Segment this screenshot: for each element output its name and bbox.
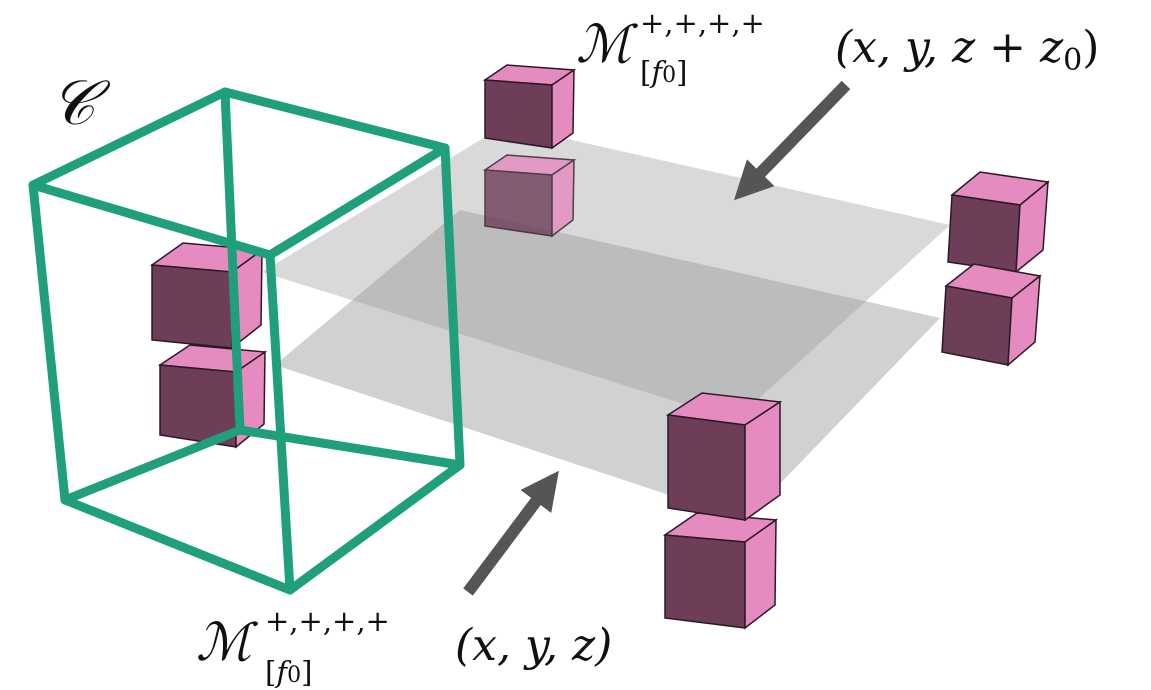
cube-top-center-upper [482, 64, 577, 150]
upper-plane [262, 125, 950, 420]
cube-right-upper [947, 171, 1050, 274]
arrow-upper [733, 80, 851, 201]
cube-top-center-lower [482, 154, 577, 238]
svg-text:[f0]: [f0] [640, 55, 687, 89]
svg-text:[f0]: [f0] [265, 655, 312, 689]
arrow-lower [463, 470, 559, 596]
cube-front-lower [662, 512, 779, 630]
cube-right-lower [941, 263, 1042, 367]
cube-front-upper [665, 392, 783, 522]
cell-frame [28, 87, 465, 595]
svg-text:ℳ: ℳ [196, 613, 258, 673]
svg-text:ℳ: ℳ [576, 15, 638, 75]
svg-text:(x, y, z + z0): (x, y, z + z0) [835, 22, 1099, 78]
upper-plane-label: ℳ +,+,+,+ [f0] (x, y, z + z0) [576, 6, 1099, 89]
cube-left-upper [149, 242, 265, 350]
lower-plane-label: ℳ +,+,+,+ [f0] (x, y, z) [196, 604, 612, 689]
svg-text:+,+,+,+: +,+,+,+ [265, 604, 390, 638]
svg-text:(x, y, z): (x, y, z) [455, 620, 612, 671]
svg-text:+,+,+,+: +,+,+,+ [640, 6, 765, 40]
cell-label: 𝒞 [50, 66, 111, 139]
